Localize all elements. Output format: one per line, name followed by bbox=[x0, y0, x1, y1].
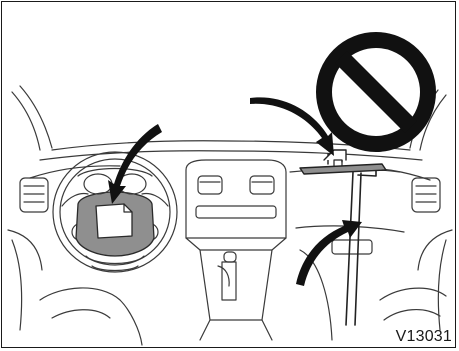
arrow-to-steering-pad bbox=[108, 124, 162, 204]
lower-right-floor bbox=[380, 288, 446, 320]
center-console bbox=[186, 160, 286, 340]
object-on-dashboard bbox=[300, 150, 386, 174]
arrow-to-glove-box bbox=[296, 220, 362, 286]
right-side-vent bbox=[412, 178, 452, 330]
figure-code: V13031 bbox=[396, 329, 452, 345]
arrows bbox=[108, 97, 362, 286]
left-side-vent bbox=[8, 178, 48, 330]
lower-left-floor bbox=[40, 288, 142, 345]
no-symbol-icon bbox=[324, 40, 428, 144]
object-on-airbag-pad bbox=[96, 204, 132, 238]
